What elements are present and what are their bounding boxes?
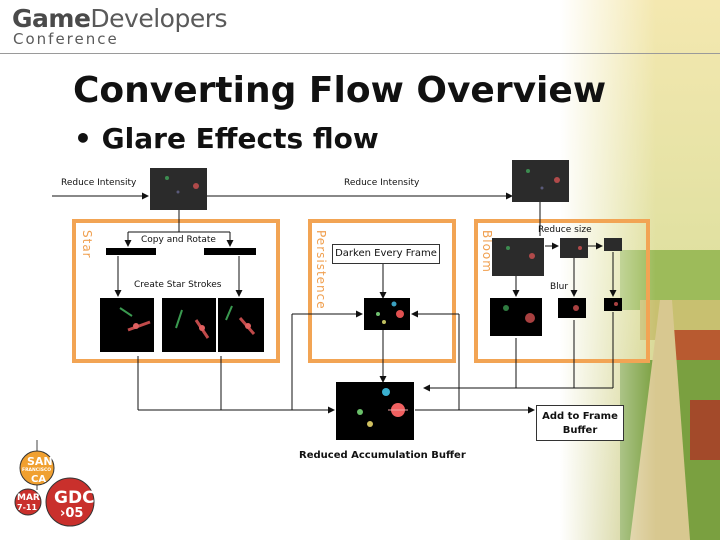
- persistence-group-label: Persistence: [314, 230, 328, 310]
- darken-every-frame-box: Darken Every Frame: [332, 244, 440, 264]
- gdc-logo: GameDevelopers: [12, 4, 228, 33]
- badge-gdc-text: GDC: [54, 488, 95, 508]
- landscape-image: [560, 0, 720, 540]
- persistence-texture: [364, 298, 410, 330]
- bloom-blur-texture-3: [604, 298, 622, 311]
- badge-san-text: SAN: [27, 455, 53, 468]
- logo-game-text: Game: [12, 4, 91, 33]
- mar-dates-badge: [14, 488, 42, 516]
- blur-label: Blur: [550, 282, 569, 292]
- badge-mar-text: MAR: [17, 493, 40, 503]
- bloom-group-label: Bloom: [480, 230, 494, 273]
- reduced-accumulation-buffer-label: Reduced Accumulation Buffer: [299, 450, 466, 461]
- star-group-label: Star: [80, 230, 94, 259]
- badge-dates-text: 7-11: [17, 503, 38, 512]
- add-to-frame-buffer-text: Add to Frame Buffer: [542, 411, 618, 436]
- bloom-reduce-texture-2: [560, 238, 588, 258]
- bloom-reduce-texture-1: [492, 238, 544, 276]
- create-star-strokes-label: Create Star Strokes: [134, 280, 222, 290]
- badge-year-value: 05: [65, 506, 84, 521]
- header-divider: [0, 53, 720, 54]
- gdc-05-badge: [45, 477, 95, 527]
- bloom-blur-texture-1: [490, 298, 542, 336]
- star-group-frame: [72, 219, 280, 363]
- bullet-item: • Glare Effects flow: [74, 122, 379, 155]
- star-stroke-texture-1: [100, 298, 154, 352]
- reduce-intensity-label-right: Reduce Intensity: [344, 178, 420, 188]
- copy-and-rotate-label: Copy and Rotate: [141, 235, 216, 245]
- slide-title: Converting Flow Overview: [73, 70, 607, 111]
- star-stroke-texture-2: [162, 298, 216, 352]
- logo-conference-text: Conference: [13, 30, 119, 48]
- badge-francisco-text: FRANCISCO: [22, 468, 52, 473]
- san-francisco-badge: [19, 450, 55, 486]
- add-to-frame-buffer-box: Add to Frame Buffer: [536, 405, 624, 441]
- accumulation-buffer-texture: [336, 382, 414, 440]
- badge-ca-text: CA: [31, 474, 47, 485]
- reduced-intensity-texture: [512, 160, 569, 202]
- persistence-group-frame: [308, 219, 456, 363]
- bloom-blur-texture-2: [558, 298, 586, 318]
- bloom-group-frame: [474, 219, 650, 363]
- gdc-event-badges: [14, 440, 95, 527]
- reduce-intensity-label-left: Reduce Intensity: [61, 178, 137, 188]
- rotated-copy-texture-1: [106, 248, 156, 255]
- darken-every-frame-text: Darken Every Frame: [335, 248, 437, 259]
- rotated-copy-texture-2: [204, 248, 256, 255]
- logo-developers-text: Developers: [90, 4, 228, 33]
- badge-year-text: ›05: [60, 506, 84, 521]
- bullet-text: Glare Effects flow: [101, 122, 379, 155]
- source-frame-texture: [150, 168, 207, 210]
- reduce-size-label: Reduce size: [538, 225, 592, 235]
- bloom-reduce-texture-3: [604, 238, 622, 251]
- star-stroke-texture-3: [218, 298, 264, 352]
